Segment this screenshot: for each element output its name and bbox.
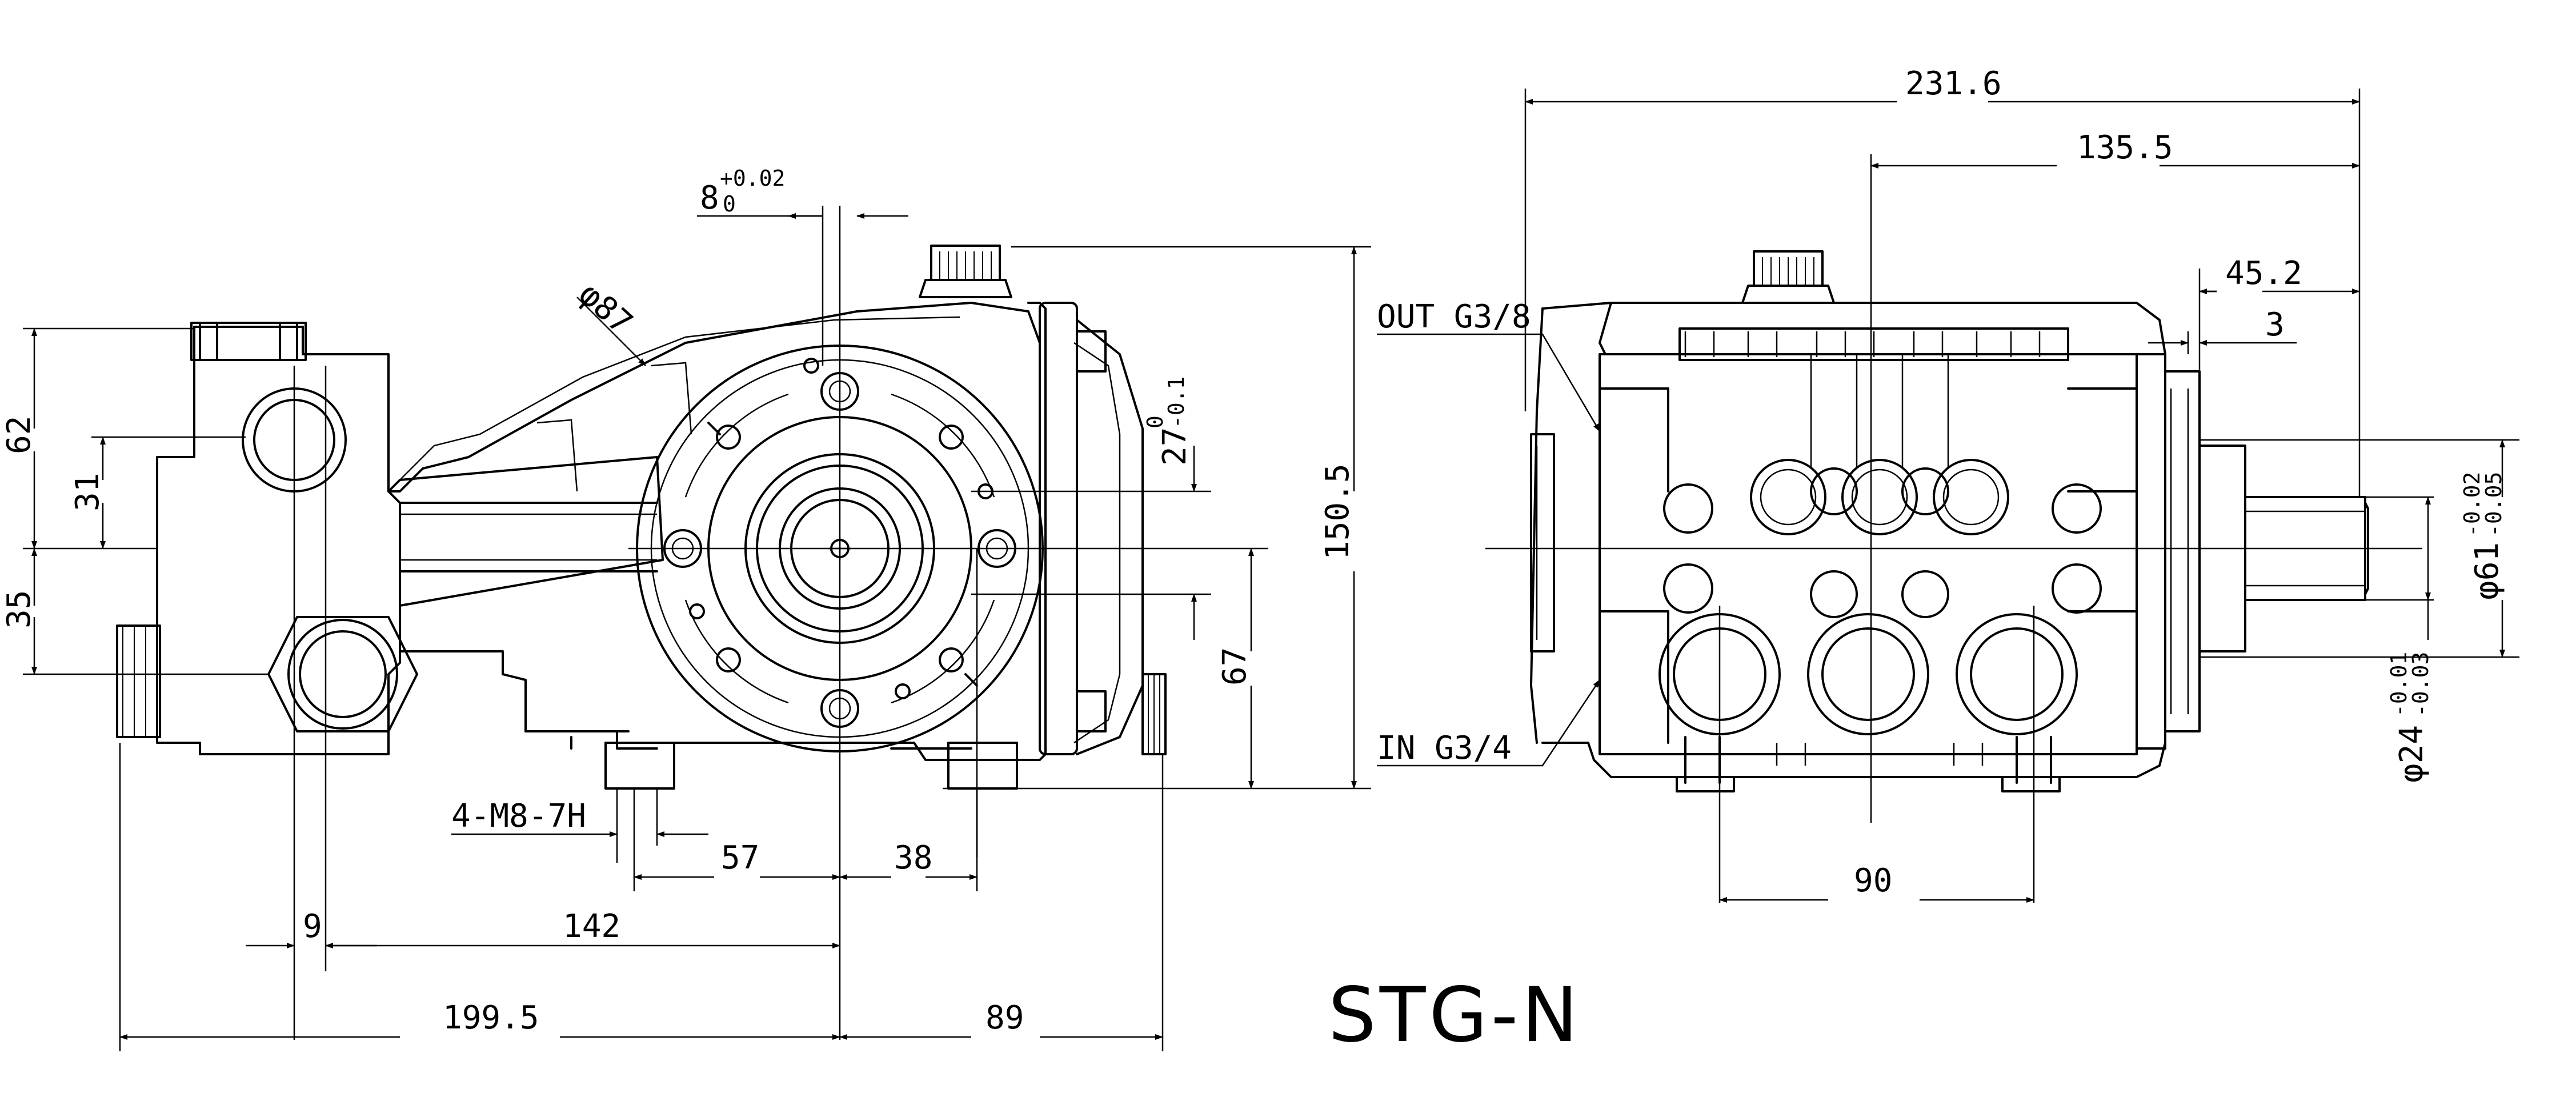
dim-phi87: φ87 (572, 275, 640, 342)
dim-27: 27 (1156, 427, 1193, 466)
front-view: 231.6 135.5 45.2 3 OUT G3/8 IN G3/4 90 φ… (1377, 65, 2519, 903)
dim-phi24-tol-lower: -0.03 (2408, 652, 2433, 717)
dim-35: 35 (1, 590, 38, 628)
dim-231-6: 231.6 (1905, 65, 2002, 102)
dim-4-m8-7h: 4-M8-7H (451, 798, 586, 835)
dim-phi24: φ24 (2393, 725, 2430, 783)
dim-8: 8 (700, 179, 719, 217)
dim-62: 62 (1, 416, 38, 454)
dim-3: 3 (2265, 306, 2285, 343)
front-view-dimension-lines (1377, 89, 2519, 903)
side-view-dimension-labels: 8 +0.02 0 φ87 62 31 35 27 0 -0.1 150.5 6… (1, 166, 1356, 1036)
dim-8-tol-upper: +0.02 (720, 166, 785, 191)
dim-89: 89 (985, 999, 1024, 1036)
model-title: STG-N (1328, 971, 1581, 1059)
out-port-label: OUT G3/8 (1377, 298, 1531, 335)
dim-27-tol-lower: -0.1 (1164, 376, 1189, 429)
dim-phi61-tol-upper: -0.02 (2459, 472, 2485, 537)
pump-crankcase (636, 245, 1167, 761)
dim-phi24-tol-upper: -0.01 (2386, 652, 2411, 717)
dim-142: 142 (563, 908, 620, 945)
dim-199-5: 199.5 (443, 999, 539, 1036)
dim-135-5: 135.5 (2077, 129, 2173, 166)
side-view-center-lines (293, 206, 1211, 1040)
dim-31: 31 (69, 473, 106, 511)
dim-9: 9 (303, 908, 322, 945)
dim-phi61: φ61 (2469, 542, 2506, 600)
dim-150-5: 150.5 (1319, 463, 1356, 560)
pump-front-body (1530, 250, 2369, 792)
dim-45-2: 45.2 (2225, 255, 2302, 292)
in-port-label: IN G3/4 (1377, 730, 1512, 767)
dim-phi61-tol-lower: -0.05 (2481, 472, 2506, 537)
dim-90: 90 (1854, 862, 1892, 899)
dim-27-tol-upper: 0 (1143, 415, 1168, 429)
pump-body-connector (387, 302, 1041, 790)
dim-38: 38 (894, 839, 932, 876)
side-view-dimension-lines (23, 213, 1371, 1051)
dim-8-tol-lower: 0 (723, 191, 736, 217)
dim-67: 67 (1216, 647, 1253, 686)
pump-manifold-head (116, 322, 418, 755)
front-view-center-lines (1485, 154, 2422, 903)
side-view: 8 +0.02 0 φ87 62 31 35 27 0 -0.1 150.5 6… (1, 166, 1371, 1051)
front-view-dimension-labels: 231.6 135.5 45.2 3 OUT G3/8 IN G3/4 90 φ… (1377, 65, 2506, 899)
dim-57: 57 (721, 839, 759, 876)
